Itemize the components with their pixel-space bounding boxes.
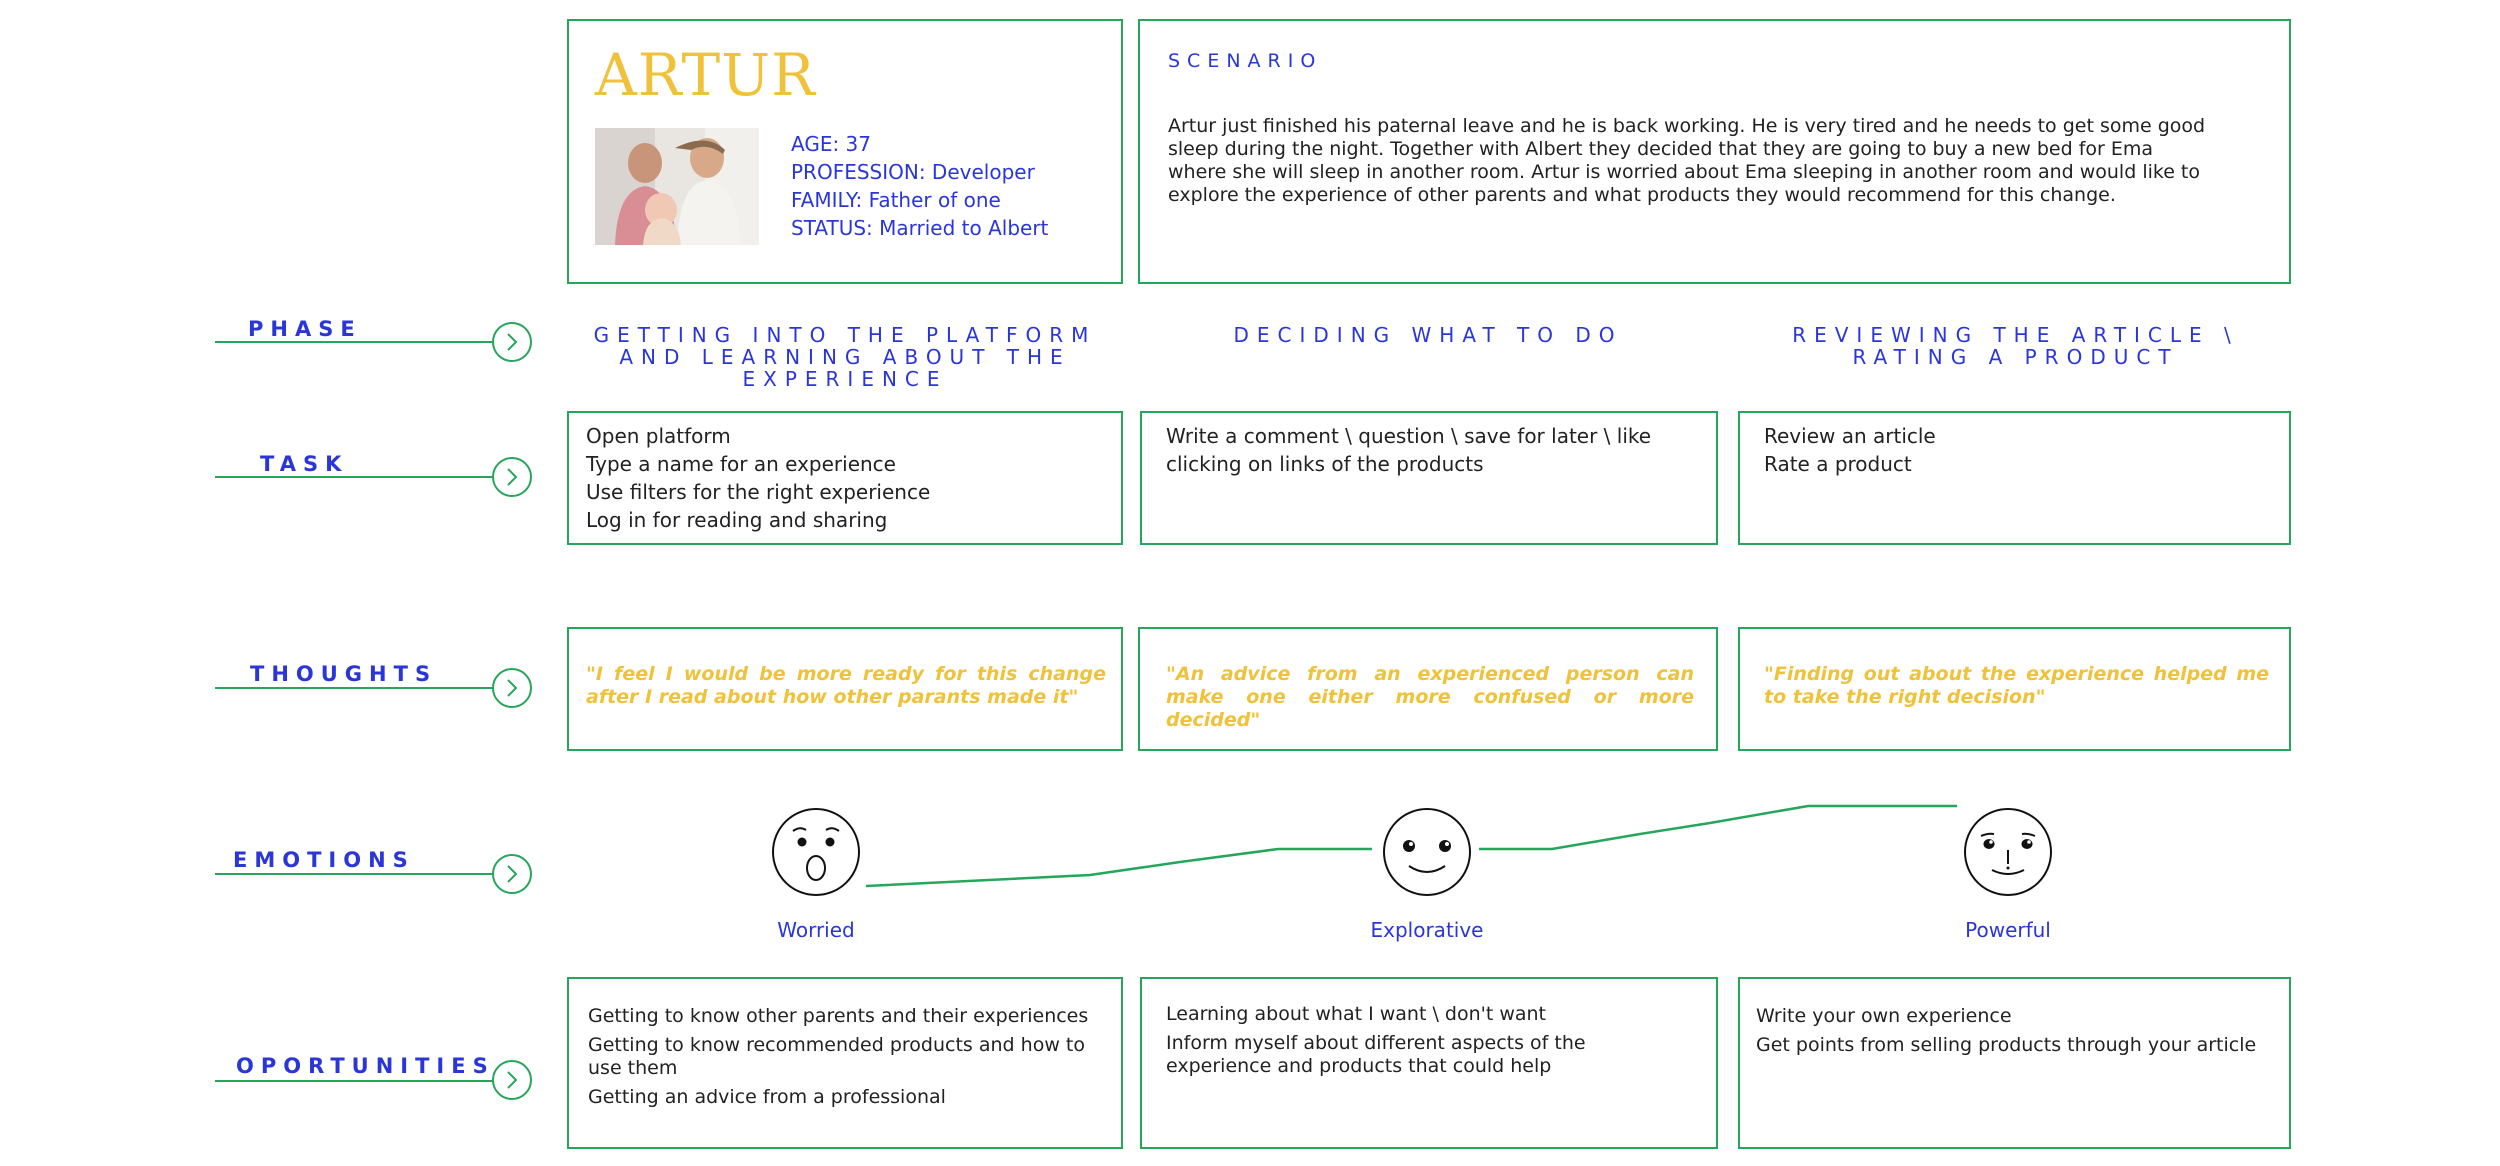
thought-text: "An advice from an experienced person ca… (1166, 663, 1694, 731)
phase-1: GETTING INTO THE PLATFORM AND LEARNING A… (593, 323, 1097, 391)
scenario-card: SCENARIO Artur just finished his paterna… (1138, 19, 2291, 284)
phase-arrow-icon (492, 322, 532, 362)
opportunity-item: Write your own experience (1756, 1005, 2012, 1027)
persona-status: STATUS: Married to Albert (791, 216, 1049, 240)
opportunity-item: Learning about what I want \ don't want (1166, 1003, 1547, 1025)
task-line (215, 476, 495, 478)
thought-text: "Finding out about the experience helped… (1764, 663, 2269, 708)
phase-2: DECIDING WHAT TO DO (1233, 323, 1623, 347)
scenario-title: SCENARIO (1168, 50, 1323, 72)
oportunities-label: OPORTUNITIES (236, 1054, 495, 1078)
opportunity-item: Getting to know other parents and their … (588, 1005, 1089, 1027)
thoughts-arrow-icon (492, 668, 532, 708)
confident-face-icon (1962, 806, 2054, 898)
opportunity-item: Get points from selling products through… (1756, 1034, 2257, 1056)
thought-card-1: "I feel I would be more ready for this c… (567, 627, 1123, 751)
thoughts-line (215, 687, 495, 689)
opportunity-card-3: Write your own experience Get points fro… (1738, 977, 2291, 1149)
emotions-label: EMOTIONS (233, 848, 415, 872)
thought-card-2: "An advice from an experienced person ca… (1138, 627, 1718, 751)
opportunity-card-2: Learning about what I want \ don't want … (1140, 977, 1718, 1149)
task-item: Log in for reading and sharing (586, 508, 888, 532)
emotion-label-worried: Worried (777, 918, 855, 942)
task-item: Write a comment \ question \ save for la… (1166, 424, 1652, 448)
emotions-line (215, 873, 495, 875)
phase-3: REVIEWING THE ARTICLE \ RATING A PRODUCT (1792, 323, 2239, 369)
persona-age: AGE: 37 (791, 132, 872, 156)
task-arrow-icon (492, 457, 532, 497)
persona-photo (595, 128, 759, 245)
thought-text: "I feel I would be more ready for this c… (586, 663, 1106, 708)
task-card-3: Review an article Rate a product (1738, 411, 2291, 545)
persona-card: ARTUR AGE: 37 PROFESSION: Developer FAMI… (567, 19, 1123, 284)
opportunity-item: Getting to know recommended products and… (588, 1034, 1085, 1079)
emotion-label-powerful: Powerful (1965, 918, 2051, 942)
task-item: Type a name for an experience (586, 452, 896, 476)
thoughts-label: THOUGHTS (250, 662, 438, 686)
task-card-2: Write a comment \ question \ save for la… (1140, 411, 1718, 545)
scenario-text: Artur just finished his paternal leave a… (1168, 115, 2206, 206)
worried-face-icon (770, 806, 862, 898)
task-card-1: Open platform Type a name for an experie… (567, 411, 1123, 545)
smiling-face-icon (1381, 806, 1473, 898)
thought-card-3: "Finding out about the experience helped… (1738, 627, 2291, 751)
task-item: Open platform (586, 424, 731, 448)
oportunities-line (215, 1080, 495, 1082)
task-item: Review an article (1764, 424, 1936, 448)
task-item: Rate a product (1764, 452, 1912, 476)
persona-family: FAMILY: Father of one (791, 188, 1001, 212)
persona-name: ARTUR (595, 41, 816, 109)
emotion-label-explorative: Explorative (1370, 918, 1484, 942)
phase-label: PHASE (248, 317, 362, 341)
task-item: Use filters for the right experience (586, 480, 931, 504)
emotions-arrow-icon (492, 854, 532, 894)
opportunity-item: Getting an advice from a professional (588, 1086, 946, 1108)
persona-profession: PROFESSION: Developer (791, 160, 1035, 184)
task-item: clicking on links of the products (1166, 452, 1484, 476)
task-label: TASK (260, 452, 349, 476)
opportunity-card-1: Getting to know other parents and their … (567, 977, 1123, 1149)
opportunity-item: Inform myself about different aspects of… (1166, 1032, 1586, 1077)
phase-line (215, 341, 495, 343)
oportunities-arrow-icon (492, 1060, 532, 1100)
